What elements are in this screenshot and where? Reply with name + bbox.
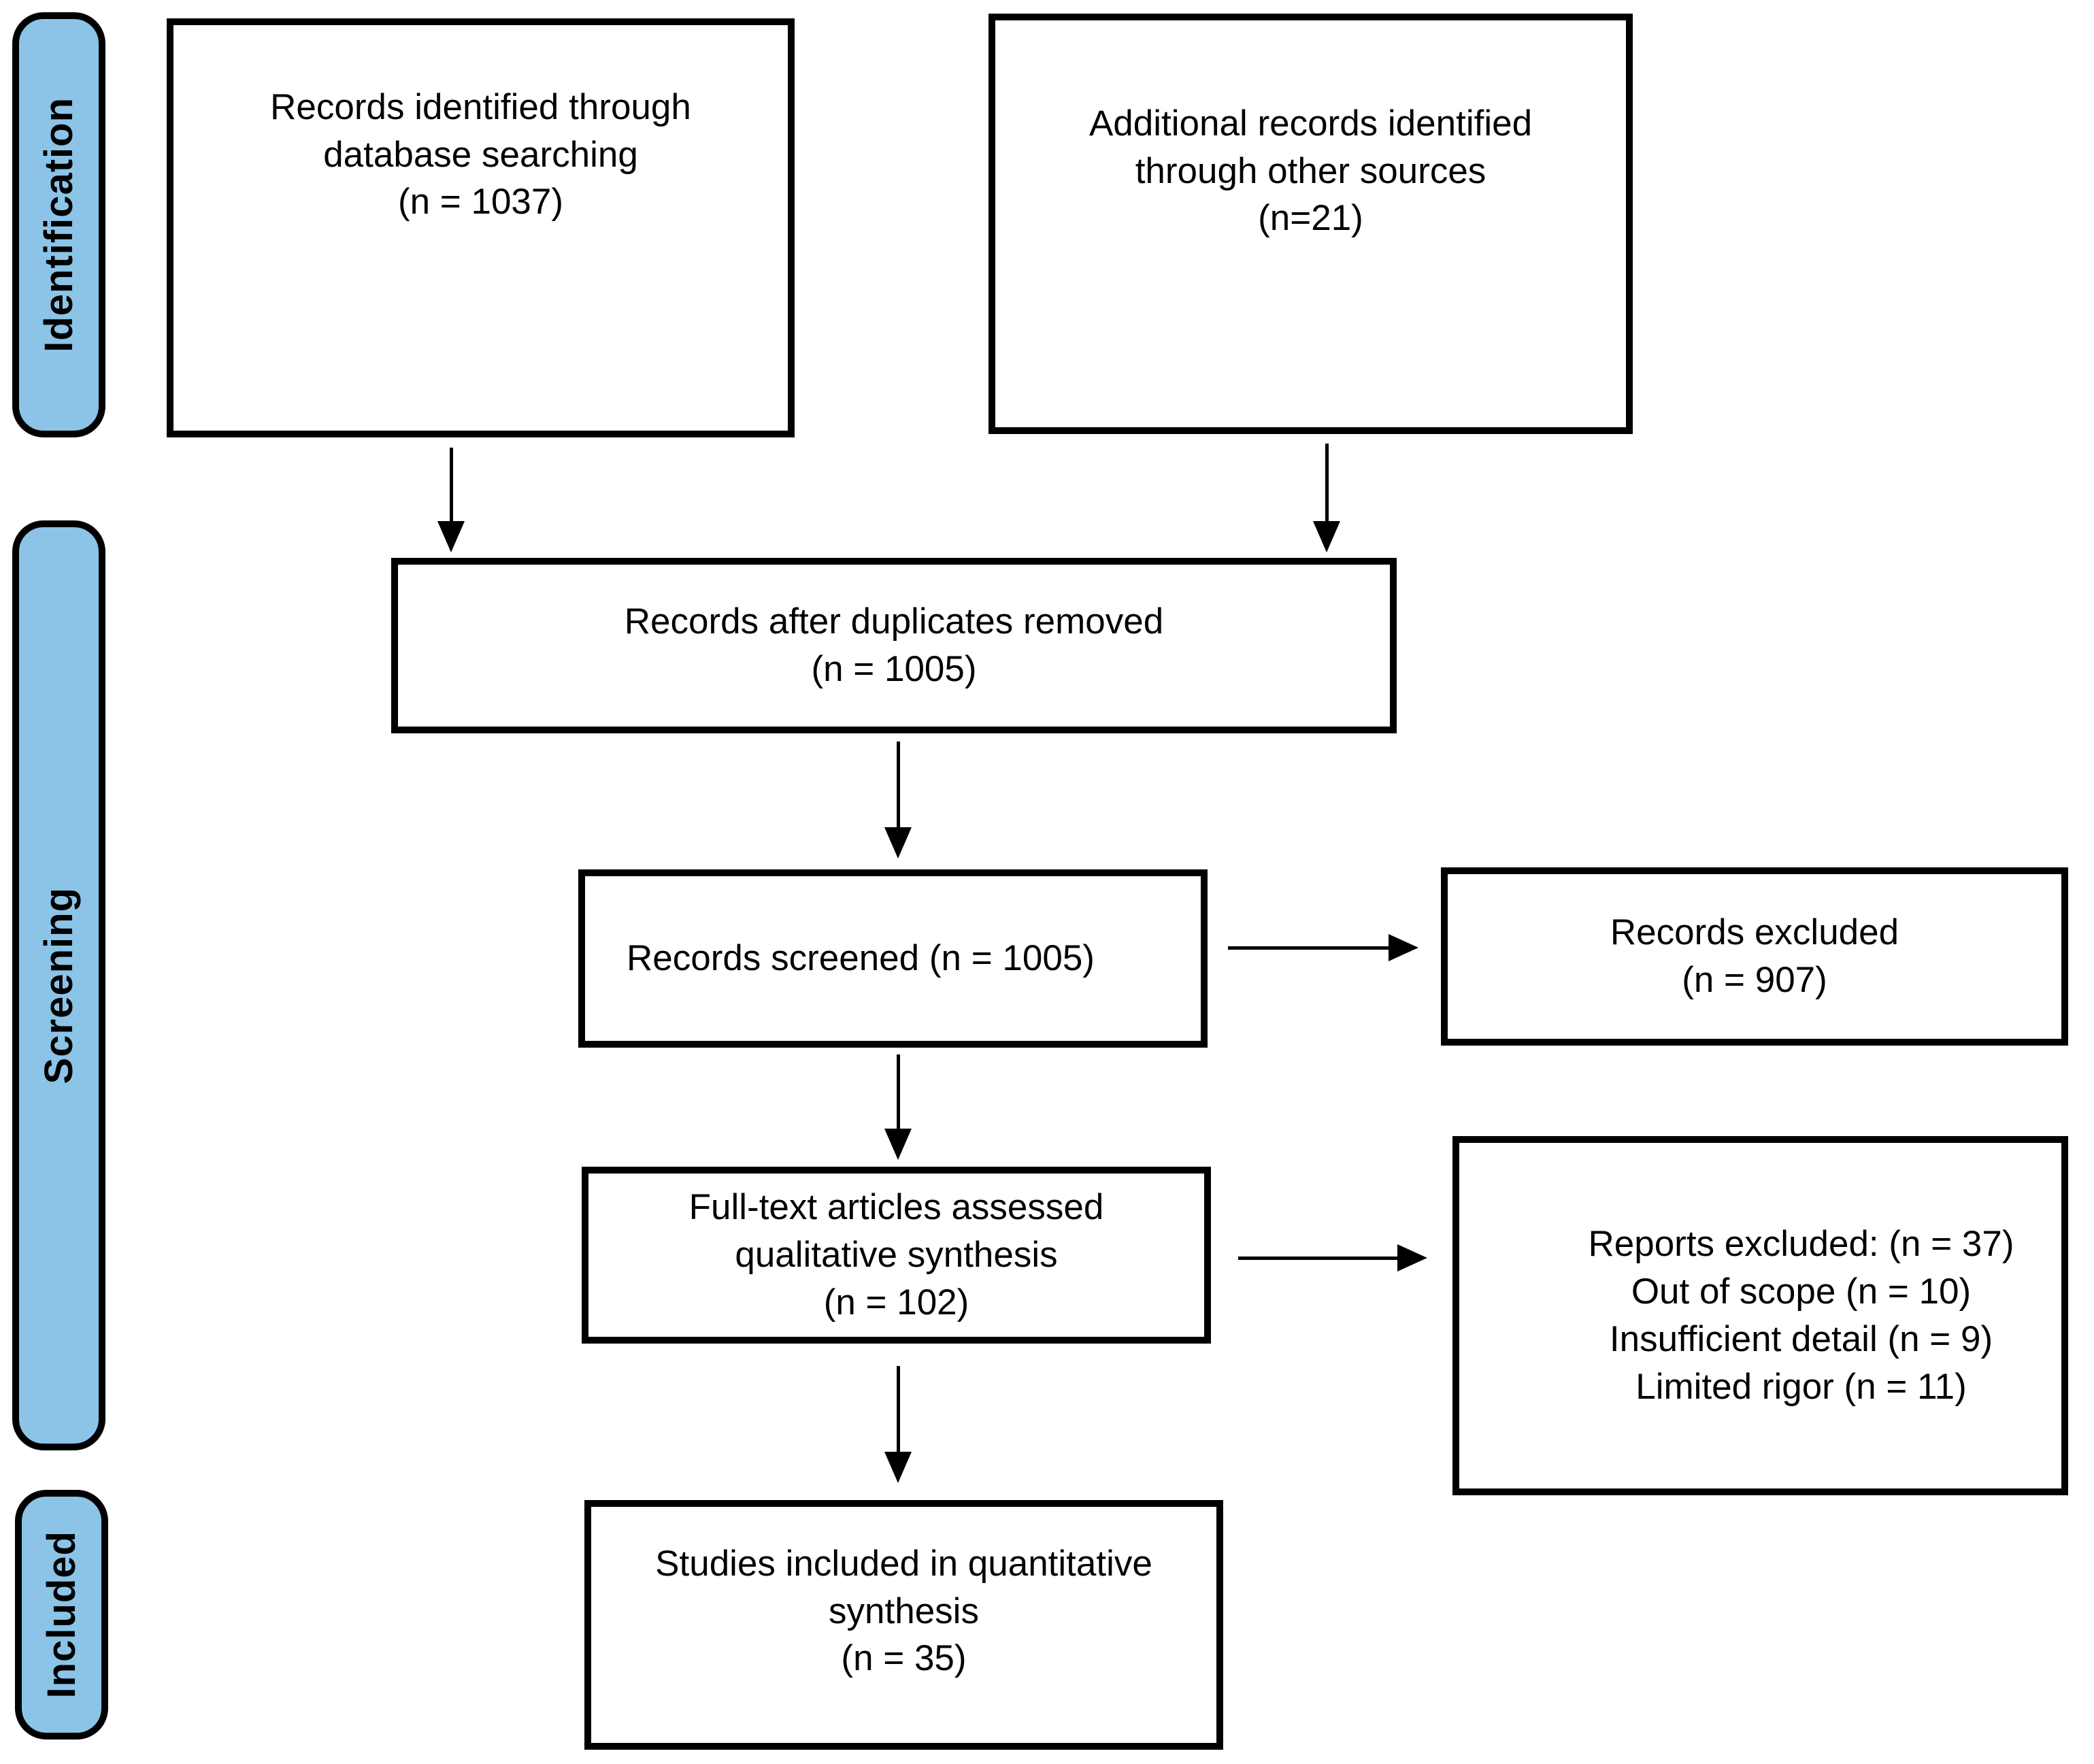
box-records-screened-text: Records screened (n = 1005) [627, 938, 1095, 979]
box-records-identified-text: Records identified through database sear… [270, 86, 691, 222]
stage-label-screening: Screening [12, 520, 105, 1450]
box-duplicates-removed-text: Records after duplicates removed (n = 10… [624, 601, 1164, 689]
arrow-fulltext-to-studies-included [883, 1366, 913, 1483]
box-additional-records: Additional records identified through ot… [988, 14, 1633, 434]
box-reports-excluded-text: Reports excluded: (n = 37) Out of scope … [1588, 1224, 2014, 1407]
arrow-deduplicated-to-screened [883, 742, 913, 859]
stage-label-identification-text: Identification [37, 97, 81, 352]
box-records-excluded: Records excluded (n = 907) [1441, 867, 2068, 1046]
box-duplicates-removed: Records after duplicates removed (n = 10… [391, 558, 1397, 733]
arrow-identified-to-deduplicated [436, 448, 466, 552]
stage-label-screening-text: Screening [37, 886, 81, 1084]
stage-label-included: Included [15, 1490, 108, 1740]
box-fulltext-assessed: Full-text articles assessed qualitative … [582, 1167, 1211, 1344]
box-records-screened: Records screened (n = 1005) [578, 869, 1208, 1048]
arrow-screened-to-fulltext [883, 1054, 913, 1160]
box-studies-included: Studies included in quantitative synthes… [584, 1500, 1223, 1750]
box-reports-excluded: Reports excluded: (n = 37) Out of scope … [1452, 1136, 2068, 1495]
arrow-additional-to-deduplicated [1312, 444, 1342, 552]
box-records-excluded-text: Records excluded (n = 907) [1610, 912, 1899, 1000]
arrow-screened-to-records-excluded [1228, 933, 1418, 963]
box-additional-records-text: Additional records identified through ot… [1088, 103, 1533, 239]
arrow-fulltext-to-reports-excluded [1238, 1243, 1427, 1273]
stage-label-included-text: Included [39, 1531, 84, 1699]
box-records-identified: Records identified through database sear… [167, 18, 795, 437]
box-studies-included-text: Studies included in quantitative synthes… [655, 1543, 1152, 1679]
box-fulltext-assessed-text: Full-text articles assessed qualitative … [688, 1187, 1104, 1322]
stage-label-identification: Identification [12, 12, 105, 437]
